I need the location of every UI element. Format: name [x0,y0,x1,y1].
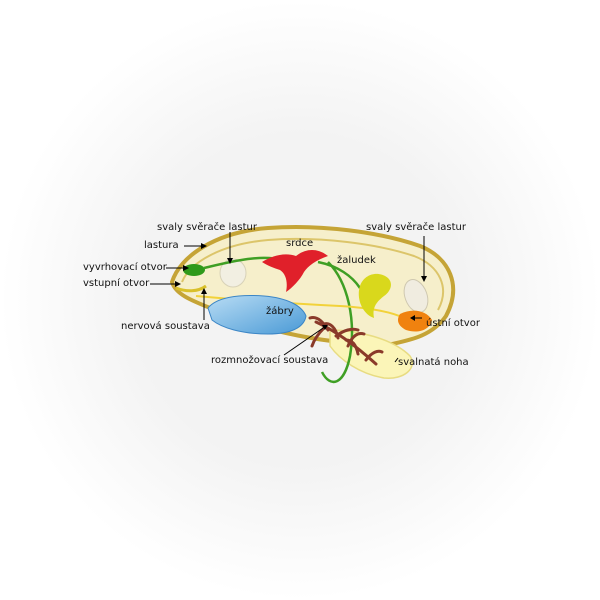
label-stomach: žaludek [337,255,376,266]
label-excurrent-opening: vyvrhovací otvor [83,262,167,273]
label-nervous-system: nervová soustava [121,321,210,332]
label-heart: srdce [286,238,314,249]
stomach [358,273,391,318]
label-muscular-foot: svalnatá noha [398,357,469,368]
label-incurrent-opening: vstupní otvor [83,278,150,289]
incurrent-opening [175,284,207,293]
pointer-arrowheads [175,243,427,330]
label-gills: žábry [266,306,294,317]
label-mouth-opening: ústní otvor [426,318,480,329]
vessel-right [317,260,362,289]
reproductive-system [308,316,384,366]
gills [207,295,307,335]
excurrent-opening [183,264,205,276]
vessel-loop [320,261,354,384]
label-shell: lastura [144,240,179,251]
label-adductor-right: svaly svěrače lastur [366,222,466,233]
shell-inner-edge [181,237,444,311]
heart [262,250,328,292]
mouth-opening [398,310,432,332]
label-reproductive-system: rozmnožovací soustava [211,355,329,366]
label-adductor-left: svaly svěrače lastur [157,222,257,233]
adductor-muscle-left [219,258,247,288]
